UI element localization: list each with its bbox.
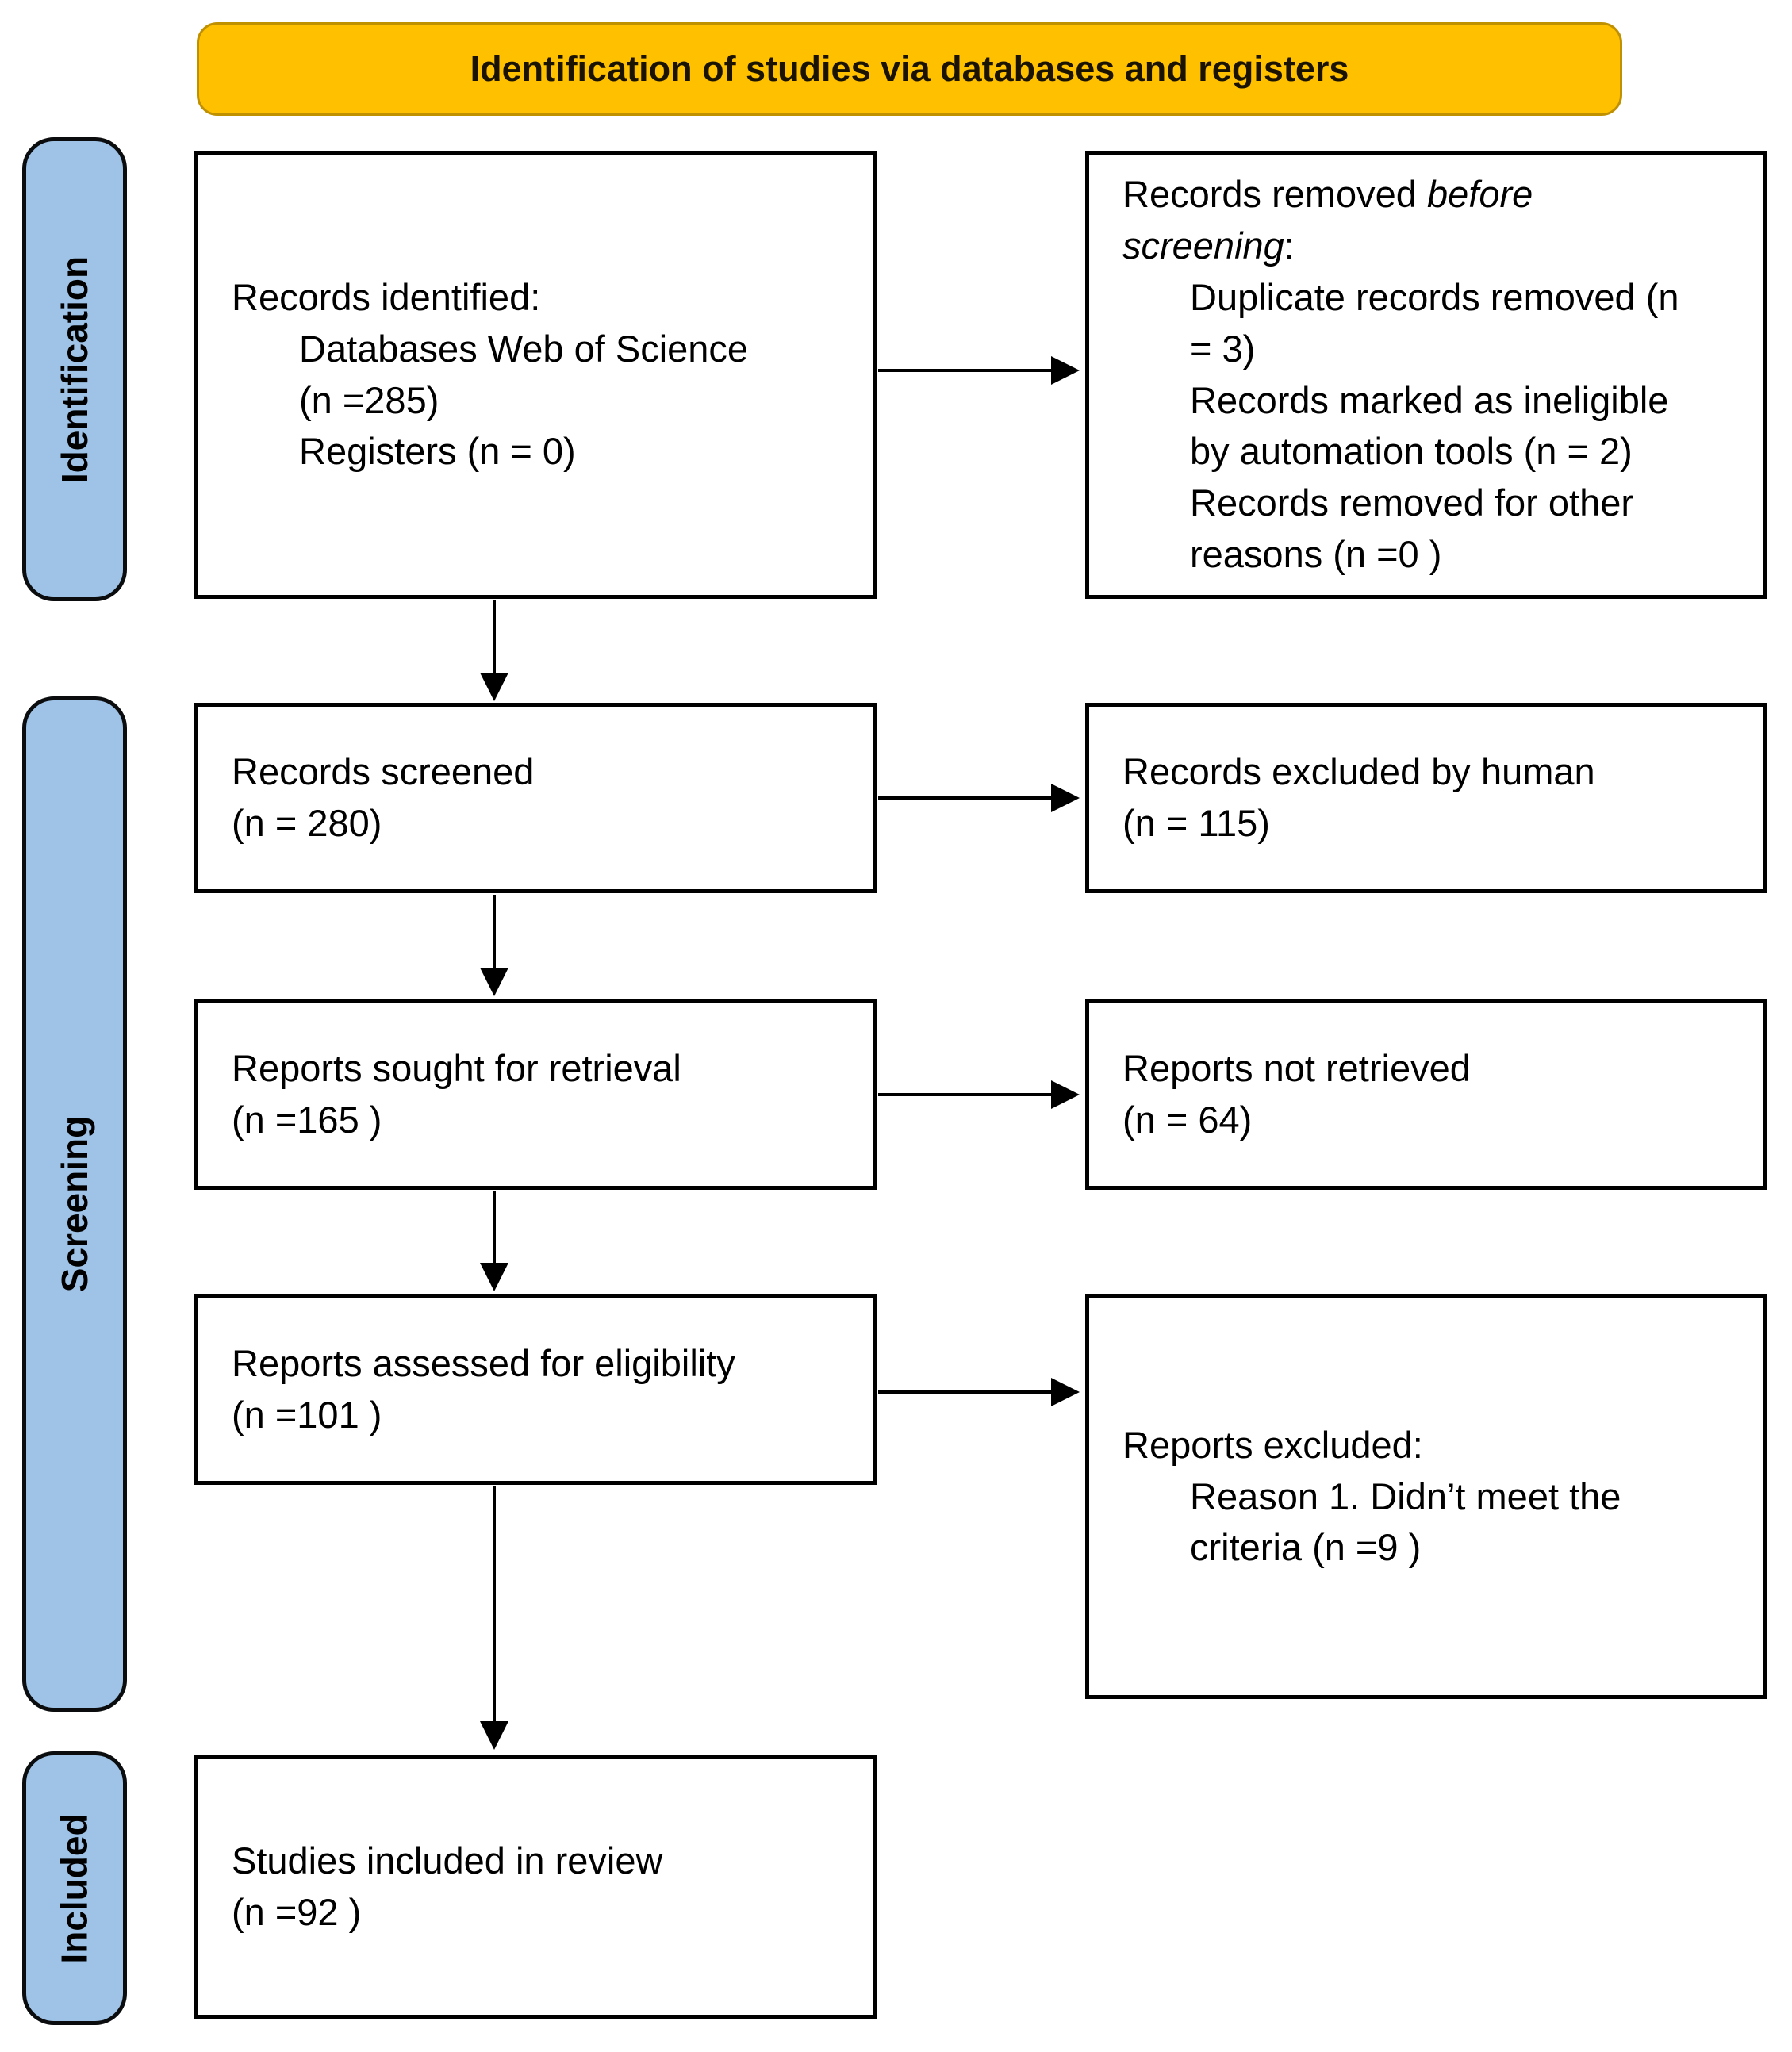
box-records-removed: Records removed before screening: Duplic… (1085, 151, 1767, 599)
box-reports-excluded-title: Reports excluded: (1122, 1423, 1423, 1466)
box-records-excluded-human: Records excluded by human (n = 115) (1085, 703, 1767, 893)
box-reports-excluded-line: Reason 1. Didn’t meet the (1190, 1475, 1621, 1517)
records-removed-post: : (1284, 224, 1295, 267)
banner-title: Identification of studies via databases … (470, 48, 1349, 89)
box-records-identified-line: Registers (n = 0) (299, 430, 576, 473)
box-records-removed-title-line2: screening: (1122, 221, 1730, 272)
arrow-assessed-to-excluded-head (1051, 1378, 1080, 1406)
box-reports-assessed: Reports assessed for eligibility (n =101… (194, 1294, 877, 1485)
box-reports-assessed-line: (n =101 ) (232, 1394, 382, 1436)
box-records-screened-line: (n = 280) (232, 802, 382, 844)
box-records-identified-title: Records identified: (232, 275, 541, 318)
box-studies-included-line: (n =92 ) (232, 1891, 362, 1933)
arrow-assessed-to-included-head (480, 1721, 508, 1750)
arrow-sought-to-notretrieved-head (1051, 1080, 1080, 1109)
stage-label-identification-text: Identification (54, 255, 96, 483)
records-removed-pre: Records removed (1122, 173, 1427, 216)
box-records-removed-title-line1: Records removed before (1122, 169, 1730, 221)
box-records-removed-line: reasons (n =0 ) (1190, 533, 1442, 576)
stage-label-screening-text: Screening (54, 1115, 96, 1293)
box-studies-included-line: Studies included in review (232, 1839, 663, 1882)
arrow-screened-to-sought-head (480, 968, 508, 996)
box-reports-sought-line: Reports sought for retrieval (232, 1047, 681, 1090)
records-removed-italic2: screening (1122, 224, 1284, 267)
banner: Identification of studies via databases … (197, 22, 1622, 116)
box-records-removed-line: = 3) (1190, 327, 1256, 370)
stage-label-identification: Identification (22, 137, 127, 601)
stage-label-included: Included (22, 1751, 127, 2025)
arrow-identified-to-removed-head (1051, 356, 1080, 385)
box-records-identified-line: Databases Web of Science (299, 327, 749, 370)
box-records-removed-line: Records marked as ineligible (1190, 378, 1669, 421)
box-records-removed-line: by automation tools (n = 2) (1190, 430, 1633, 473)
box-records-excluded-human-line: Records excluded by human (1122, 750, 1595, 793)
arrow-sought-to-assessed-head (480, 1263, 508, 1291)
stage-label-included-text: Included (54, 1812, 95, 1964)
stage-label-screening: Screening (22, 696, 127, 1712)
box-reports-excluded: Reports excluded: Reason 1. Didn’t meet … (1085, 1294, 1767, 1699)
arrow-screened-to-excluded-head (1051, 784, 1080, 812)
box-records-identified: Records identified: Databases Web of Sci… (194, 151, 877, 599)
arrow-identified-to-screened-head (480, 673, 508, 701)
box-records-screened-line: Records screened (232, 750, 535, 793)
box-records-identified-line: (n =285) (299, 378, 439, 421)
box-reports-assessed-line: Reports assessed for eligibility (232, 1342, 735, 1385)
box-reports-sought-line: (n =165 ) (232, 1099, 382, 1141)
box-records-removed-line: Duplicate records removed (n (1190, 275, 1679, 318)
box-reports-not-retrieved-line: Reports not retrieved (1122, 1047, 1471, 1090)
box-reports-sought: Reports sought for retrieval (n =165 ) (194, 999, 877, 1190)
records-removed-italic1: before (1427, 173, 1533, 216)
box-records-screened: Records screened (n = 280) (194, 703, 877, 893)
box-reports-excluded-line: criteria (n =9 ) (1190, 1526, 1422, 1569)
box-reports-not-retrieved-line: (n = 64) (1122, 1099, 1253, 1141)
box-records-excluded-human-line: (n = 115) (1122, 802, 1270, 844)
box-records-removed-line: Records removed for other (1190, 481, 1634, 524)
box-studies-included: Studies included in review (n =92 ) (194, 1755, 877, 2019)
box-reports-not-retrieved: Reports not retrieved (n = 64) (1085, 999, 1767, 1190)
